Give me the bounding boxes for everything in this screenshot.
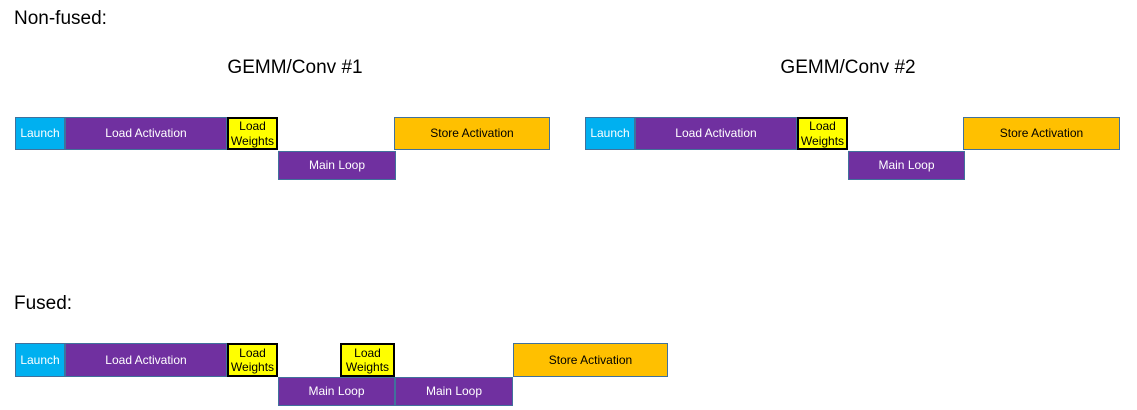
nonfused1-load-activation-block: Load Activation: [65, 117, 227, 150]
fused-launch-block: Launch: [15, 343, 65, 377]
nonfused2-store-activation-block: Store Activation: [963, 117, 1120, 150]
nonfused1-load-weights-block: Load Weights: [227, 117, 278, 150]
fused-load-weights-2-block: Load Weights: [340, 343, 395, 377]
fused-main-loop-2-block: Main Loop: [395, 377, 513, 406]
non-fused-section-label: Non-fused:: [14, 8, 107, 29]
nonfused1-store-activation-block: Store Activation: [394, 117, 550, 150]
nonfused2-load-activation-block: Load Activation: [635, 117, 797, 150]
nonfused2-load-weights-block: Load Weights: [797, 117, 848, 150]
fused-store-activation-block: Store Activation: [513, 343, 668, 377]
nonfused2-main-loop-block: Main Loop: [848, 151, 965, 180]
fused-section-label: Fused:: [14, 293, 73, 314]
nonfused1-launch-block: Launch: [15, 117, 65, 150]
fused-load-activation-block: Load Activation: [65, 343, 227, 377]
fused-main-loop-1-block: Main Loop: [278, 377, 395, 406]
nonfused2-launch-block: Launch: [585, 117, 635, 150]
fused-load-weights-1-block: Load Weights: [227, 343, 278, 377]
gemm-conv-1-title: GEMM/Conv #1: [227, 57, 363, 78]
nonfused1-main-loop-block: Main Loop: [278, 151, 396, 180]
gemm-conv-2-title: GEMM/Conv #2: [780, 57, 916, 78]
